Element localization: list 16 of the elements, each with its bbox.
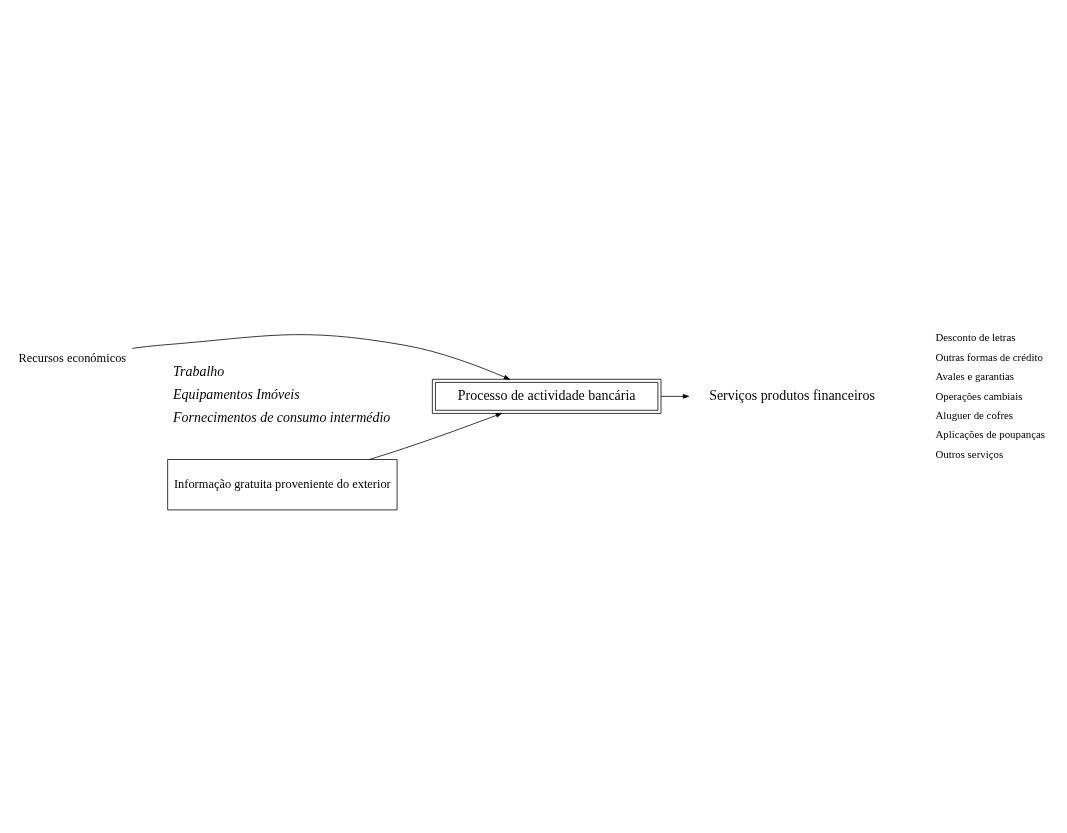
label: Trabalho [173,363,225,379]
arrow [369,413,502,460]
node-box: Informação gratuita proveniente do exterior [167,459,398,511]
label: Outros serviços [935,447,1004,460]
arrow [132,334,510,380]
node-text: Serviços produtos financeiros [709,387,875,403]
label: Desconto de letras [935,331,1016,344]
label: Operações cambiais [935,389,1023,402]
label: Avales e garantias [935,370,1015,383]
label: Equipamentos Imóveis [173,386,300,402]
label: Aluguer de cofres [935,408,1014,421]
label: Fornecimentos de consumo intermédio [173,410,391,426]
label: Outras formas de crédito [935,350,1043,363]
node-text: Recursos económicos [18,351,127,366]
label: Aplicações de poupanças [935,428,1045,441]
arrow [660,394,690,399]
